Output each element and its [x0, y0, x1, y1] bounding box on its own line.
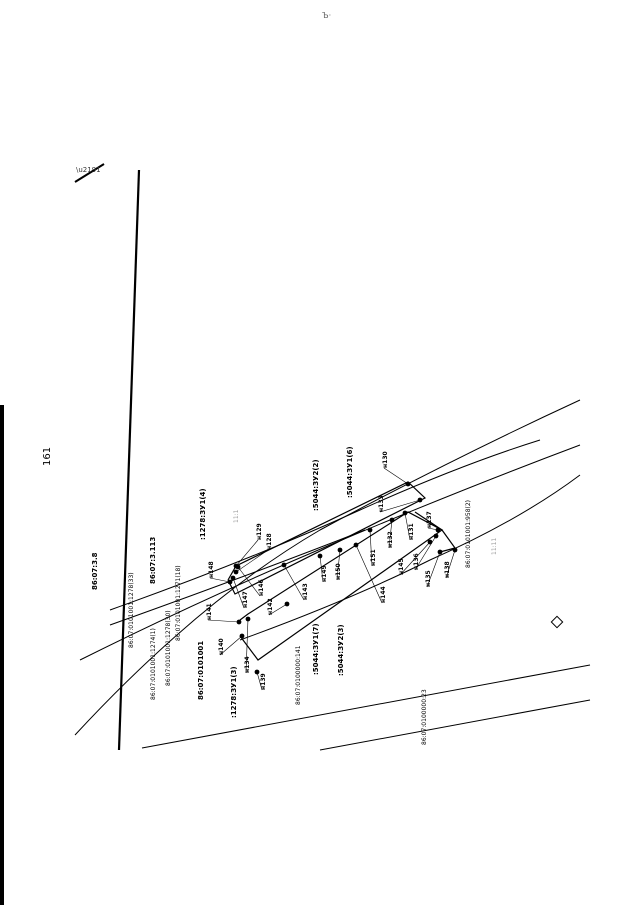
survey-point-leader	[207, 619, 240, 623]
survey-point-label: н135	[425, 570, 432, 587]
parcel-label-5: 86:07:0100000:141	[295, 645, 302, 705]
road-line-2	[79, 444, 581, 661]
survey-point-label: н128	[266, 533, 273, 550]
survey-point-leader	[383, 467, 409, 485]
arrow-stroke	[74, 163, 105, 183]
survey-point-label: н136	[413, 553, 420, 570]
road-corridor	[74, 399, 591, 751]
survey-point-leader	[369, 529, 373, 567]
survey-point-leader	[235, 549, 269, 573]
survey-point-leader	[283, 564, 305, 601]
survey-point-label: н145	[398, 558, 405, 575]
survey-point-leader	[379, 499, 421, 513]
survey-point-leader	[245, 618, 249, 674]
survey-point-label: н132	[387, 531, 394, 548]
survey-point-label: н150	[335, 563, 342, 580]
road-line-1	[74, 399, 581, 736]
zone-label-3: :5044:ЗУ1(7)	[312, 623, 320, 675]
parcel-label-3: 86:07:0101001:1278(30)	[165, 610, 172, 686]
header-scribble: Ъ·	[322, 11, 331, 20]
road-line-6	[141, 664, 591, 749]
survey-point-label: н147	[242, 591, 249, 608]
survey-point-leader	[414, 535, 437, 571]
district-label-1: 86:07:3.8	[91, 552, 99, 590]
survey-point-label: н137	[426, 511, 433, 528]
survey-point-label: н148	[208, 561, 215, 578]
district-label-3: 86:07:0101001	[197, 641, 205, 700]
zone-label-5: :5044:ЗУ2(2)	[312, 459, 320, 511]
scan-edge-bar	[0, 405, 4, 905]
survey-point-leader	[445, 549, 456, 579]
survey-point-leader	[256, 671, 263, 691]
survey-point-leader	[232, 577, 245, 609]
survey-point-label: н141	[206, 603, 213, 620]
road-line-3	[109, 439, 541, 611]
survey-point-label: н134	[244, 656, 251, 673]
allotment-outline	[227, 481, 456, 661]
survey-point-label: н138	[444, 561, 451, 578]
survey-point-label: н144	[380, 586, 387, 603]
survey-point-leader	[235, 539, 259, 567]
parcel-label-7: 86:07:0100000:23	[421, 689, 428, 745]
diamond-marker	[550, 615, 564, 629]
survey-point-leader	[355, 544, 383, 604]
parcel-label-4: 86:07:0101001:1271(18)	[175, 565, 182, 641]
parcel-label-2: 86:07:0101001:1274(1)	[150, 628, 157, 700]
district-boundary-line	[117, 169, 141, 751]
survey-point-leader	[219, 635, 243, 656]
survey-point-leader	[319, 555, 324, 583]
zone-label-4: :5044:ЗУ2(3)	[337, 624, 345, 676]
survey-point-leader	[237, 566, 261, 597]
survey-point-label: н142	[267, 598, 274, 615]
survey-point-leader	[336, 549, 341, 581]
zone-label-1: :1278:ЗУ1(4)	[199, 488, 207, 540]
faint-label-1: 11:1	[233, 509, 240, 523]
survey-point-label: н151	[370, 549, 377, 566]
survey-point-leader	[388, 519, 393, 549]
survey-point-label: н140	[218, 638, 225, 655]
page-number: 161	[42, 447, 53, 466]
survey-point-label: н139	[260, 673, 267, 690]
survey-point-label: н130	[382, 451, 389, 468]
survey-point-label: н149	[321, 565, 328, 582]
survey-point-leader	[209, 577, 231, 583]
zone-label-2: :1278:ЗУ1(3)	[230, 666, 238, 718]
survey-point-label: н143	[302, 583, 309, 600]
faint-label-2: 11:11	[491, 538, 498, 555]
survey-points: н130 н133 н131 н132 н137 н136 н145 н135 н138 н151…	[206, 451, 458, 691]
survey-point-label: н131	[408, 523, 415, 540]
road-line-4	[109, 529, 366, 626]
survey-point-label: н146	[258, 579, 265, 596]
district-label-2: 86:07:3.113	[149, 537, 157, 584]
parcel-label-1: 86:07:0101001:1278(33)	[128, 572, 135, 648]
arrow-mark: \u2191	[76, 166, 101, 174]
zone-label-6: :5044:ЗУ1(6)	[346, 446, 354, 498]
survey-point-label: н133	[378, 495, 385, 512]
survey-point-leader	[427, 527, 439, 531]
survey-point-label: н129	[256, 523, 263, 540]
parcel-label-6: 86:07:0101001:958(2)	[465, 500, 472, 568]
survey-point-leader	[399, 541, 431, 576]
survey-point-leader	[426, 551, 441, 588]
road-line-7	[319, 699, 591, 751]
survey-point-leader	[268, 603, 288, 616]
road-line-5	[239, 474, 581, 641]
survey-point-leader	[404, 512, 411, 541]
